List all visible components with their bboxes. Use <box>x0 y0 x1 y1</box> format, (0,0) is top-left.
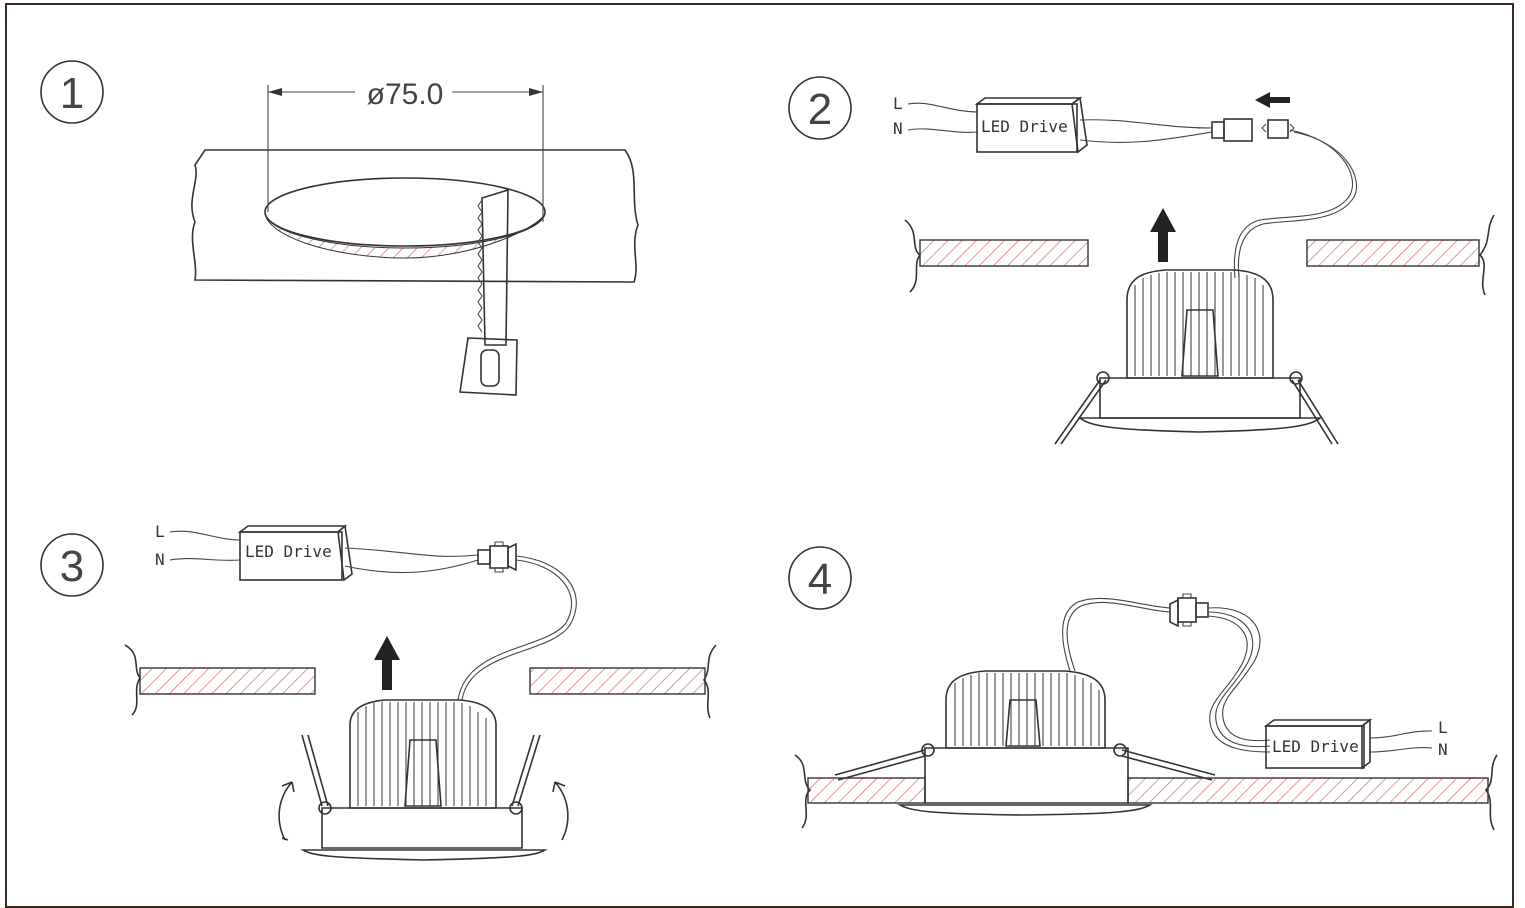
step-2-live-label: L <box>893 94 903 113</box>
diagram-frame <box>5 3 1514 908</box>
step-3-curved-arrow-right <box>552 781 569 841</box>
step-2-ceiling-left <box>904 219 922 293</box>
step-1-circle <box>40 60 104 124</box>
step-3-number: 3 <box>60 542 84 591</box>
step-1-ceiling-board <box>191 149 639 283</box>
step-1-number: 1 <box>60 69 84 118</box>
step-4-number: 4 <box>808 555 832 604</box>
step-4-ceiling-right-hatch <box>1127 777 1489 804</box>
step-4-led-driver: LED Drive <box>1263 718 1373 770</box>
step-3-connector <box>477 541 517 573</box>
step-4-circle <box>788 546 852 610</box>
step-3-led-driver: LED Drive <box>237 524 353 582</box>
step-2-panel: 2 L N LED Drive <box>788 76 1495 445</box>
step-4-panel: 4 <box>788 546 1498 831</box>
step-4-ceiling-left-hatch <box>807 777 926 804</box>
step-2-ceiling-right <box>1478 214 1495 296</box>
step-3-curved-arrow-left <box>278 781 295 841</box>
step-2-arrow-left <box>1255 92 1290 108</box>
step-4-downlight <box>834 670 1216 816</box>
step-2-connector-female <box>1211 121 1225 139</box>
step-3-neutral-label: N <box>155 550 165 569</box>
step-3-circle <box>40 533 104 597</box>
step-4-neutral-label: N <box>1438 740 1448 759</box>
step-3-live-label: L <box>155 522 165 541</box>
step-2-circle <box>788 76 852 140</box>
step-3-arrow-up <box>374 636 400 690</box>
step-3-ceiling-left-hatch <box>139 667 316 695</box>
step-2-ceiling-left-hatch <box>919 239 1089 267</box>
step-2-driver-label: LED Drive <box>981 117 1068 136</box>
step-1-hole-edge-hatch <box>264 211 546 259</box>
step-1-dimension-label: ø75.0 <box>367 78 444 111</box>
step-4-driver-label: LED Drive <box>1272 737 1359 756</box>
step-1-saw <box>459 188 518 396</box>
step-3-downlight <box>300 699 548 861</box>
step-1-panel: 1 ø75.0 <box>40 60 639 396</box>
step-3-ceiling-right-hatch <box>529 667 706 695</box>
step-4-live-label: L <box>1438 718 1448 737</box>
step-3-panel: 3 L N LED Drive <box>40 522 717 861</box>
step-2-neutral-label: N <box>893 119 903 138</box>
step-2-downlight <box>1054 269 1339 445</box>
step-2-arrow-up <box>1150 208 1176 262</box>
step-4-connector <box>1169 593 1209 628</box>
step-2-number: 2 <box>808 85 832 134</box>
step-3-driver-label: LED Drive <box>245 542 332 561</box>
step-2-led-driver: LED Drive <box>974 96 1088 154</box>
step-2-connector-male <box>1267 119 1289 139</box>
step-2-ceiling-right-hatch <box>1306 239 1480 267</box>
step-1-hole <box>264 177 546 247</box>
